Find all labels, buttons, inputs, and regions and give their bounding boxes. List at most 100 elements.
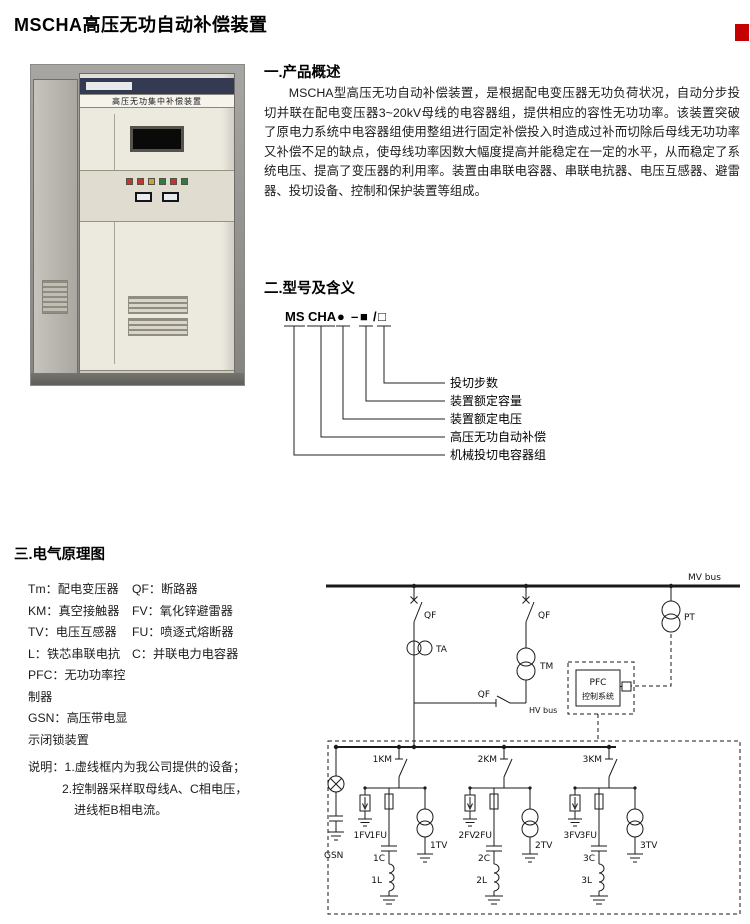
incoming-feeder: QF TA xyxy=(406,583,448,750)
legend-row: Tm：配电变压器 QF：断路器 xyxy=(28,579,308,601)
legend-row: TV：电压互感器 FU：喷逐式熔断器 xyxy=(28,622,308,644)
qf-label: QF xyxy=(478,690,490,700)
legend-item: C：并联电力电容器 xyxy=(132,646,239,661)
indicator-red xyxy=(126,178,133,185)
meter xyxy=(162,192,179,202)
section-heading-schematic: 三.电气原理图 xyxy=(14,547,106,563)
legend-row: GSN：高压带电显示闭锁装置 xyxy=(28,708,308,751)
schematic-note: 2.控制器采样取母线A、C相电压， xyxy=(62,781,248,796)
qf-label: QF xyxy=(424,611,436,621)
model-token-square: ■ xyxy=(360,309,368,324)
control-panel xyxy=(80,170,234,222)
panel-meters xyxy=(80,192,234,202)
schematic-note: 进线柜B相电流。 xyxy=(74,803,168,817)
vent-grille xyxy=(128,296,188,314)
indicator-green xyxy=(181,178,188,185)
model-token-slash: / xyxy=(373,309,377,324)
indicator-red xyxy=(137,178,144,185)
legend-item: FU：喷逐式熔断器 xyxy=(132,625,234,639)
model-label-hv-compensation: 高压无功自动补偿 xyxy=(450,429,546,444)
mv-bus-label: MV bus xyxy=(688,573,721,583)
meter xyxy=(135,192,152,202)
product-photo: 高压无功集中补偿装置 xyxy=(30,64,245,386)
mv-bus: MV bus xyxy=(326,573,740,588)
capacitor-feeder-3: 3KM 3FV 3FU 3C 3L xyxy=(563,744,658,905)
legend-item: PFC：无功功率控制器 xyxy=(28,668,126,704)
model-token-dot: ● xyxy=(337,309,345,324)
page-title: MSCHA高压无功自动补偿装置 xyxy=(14,15,268,35)
legend-item: FV：氧化锌避雷器 xyxy=(132,603,233,618)
c-label: 1C xyxy=(373,854,385,864)
qf-label: QF xyxy=(538,611,550,621)
pt-sampling-line xyxy=(631,634,672,687)
floor-shadow xyxy=(31,373,244,385)
tm-label: TM xyxy=(539,662,553,672)
overview-paragraph: MSCHA型高压无功自动补偿装置，是根据配电变压器无功负荷状况，自动分步投切并联… xyxy=(264,86,740,198)
pt-branch: PT xyxy=(661,583,695,633)
electrical-schematic: MV bus PT QF TA xyxy=(324,573,741,915)
gsn-branch: GSN xyxy=(324,744,345,861)
l-label: 2L xyxy=(476,876,487,886)
model-label-switched-bank: 机械投切电容器组 xyxy=(450,447,546,462)
model-token-cha: CHA xyxy=(308,309,337,324)
red-corner-marker xyxy=(735,24,749,41)
ta-label: TA xyxy=(435,645,448,655)
cabinet-top-band xyxy=(80,78,234,94)
brand-plate xyxy=(86,82,132,90)
indicator-red xyxy=(170,178,177,185)
capacitor-feeder-1: 1KM 1FV 1FU 1C 1L xyxy=(353,744,448,905)
model-label-voltage: 装置额定电压 xyxy=(450,411,522,426)
model-label-steps: 投切步数 xyxy=(450,375,498,390)
pfc-controller: PFC 控制系统 xyxy=(567,634,672,741)
capacitor-feeder-2: 2KM 2FV 2FU 2C 2L xyxy=(458,744,553,905)
legend-item: GSN：高压带电显示闭锁装置 xyxy=(28,711,128,747)
legend-item: L：铁芯串联电抗 xyxy=(28,646,121,661)
indicator-amber xyxy=(148,178,155,185)
cabinet-nameplate: 高压无功集中补偿装置 xyxy=(80,94,234,108)
model-connector-lines xyxy=(293,326,445,456)
km-label: 3KM xyxy=(583,755,602,765)
fv-label: 1FV xyxy=(353,831,371,841)
indicator-green xyxy=(159,178,166,185)
model-token-ms: MS xyxy=(285,309,305,324)
model-label-capacity: 装置额定容量 xyxy=(450,393,522,408)
pfc-label: PFC xyxy=(590,678,607,688)
transformer-branch: QF TM xyxy=(516,583,553,703)
tv-label: 3TV xyxy=(640,841,658,851)
section-heading-overview: 一.产品概述 xyxy=(264,65,341,81)
legend-row: PFC：无功功率控制器 xyxy=(28,665,308,708)
section-heading-model: 二.型号及含义 xyxy=(264,281,356,297)
fu-label: 3FU xyxy=(580,831,598,841)
schematic-note: 说明：1.虚线框内为我公司提供的设备； xyxy=(28,760,246,774)
l-label: 3L xyxy=(581,876,592,886)
side-vent-grille xyxy=(42,280,68,314)
supplied-equipment-boundary xyxy=(327,740,741,915)
legend-item: QF：断路器 xyxy=(132,582,198,596)
legend-item: Tm：配电变压器 xyxy=(28,582,119,596)
pt-label: PT xyxy=(684,613,695,623)
gsn-label: GSN xyxy=(324,851,343,861)
hv-bus: QF HV bus xyxy=(414,690,557,715)
fu-label: 2FU xyxy=(475,831,493,841)
l-label: 1L xyxy=(371,876,382,886)
indicator-lights xyxy=(80,178,234,185)
tv-label: 2TV xyxy=(535,841,553,851)
km-label: 2KM xyxy=(478,755,497,765)
side-cabinet xyxy=(33,79,78,375)
model-token-dash: – xyxy=(351,309,358,324)
legend-item: TV：电压互感器 xyxy=(28,625,117,639)
c-label: 3C xyxy=(583,854,595,864)
fv-label: 3FV xyxy=(563,831,581,841)
fv-label: 2FV xyxy=(458,831,476,841)
tv-label: 1TV xyxy=(430,841,448,851)
fu-label: 1FU xyxy=(370,831,388,841)
km-label: 1KM xyxy=(373,755,392,765)
c-label: 2C xyxy=(478,854,490,864)
model-token-box: □ xyxy=(378,309,386,324)
main-cabinet: 高压无功集中补偿装置 xyxy=(79,73,235,379)
inspection-window xyxy=(130,126,184,152)
door-seam xyxy=(114,114,115,364)
hv-bus-label: HV bus xyxy=(529,706,557,715)
